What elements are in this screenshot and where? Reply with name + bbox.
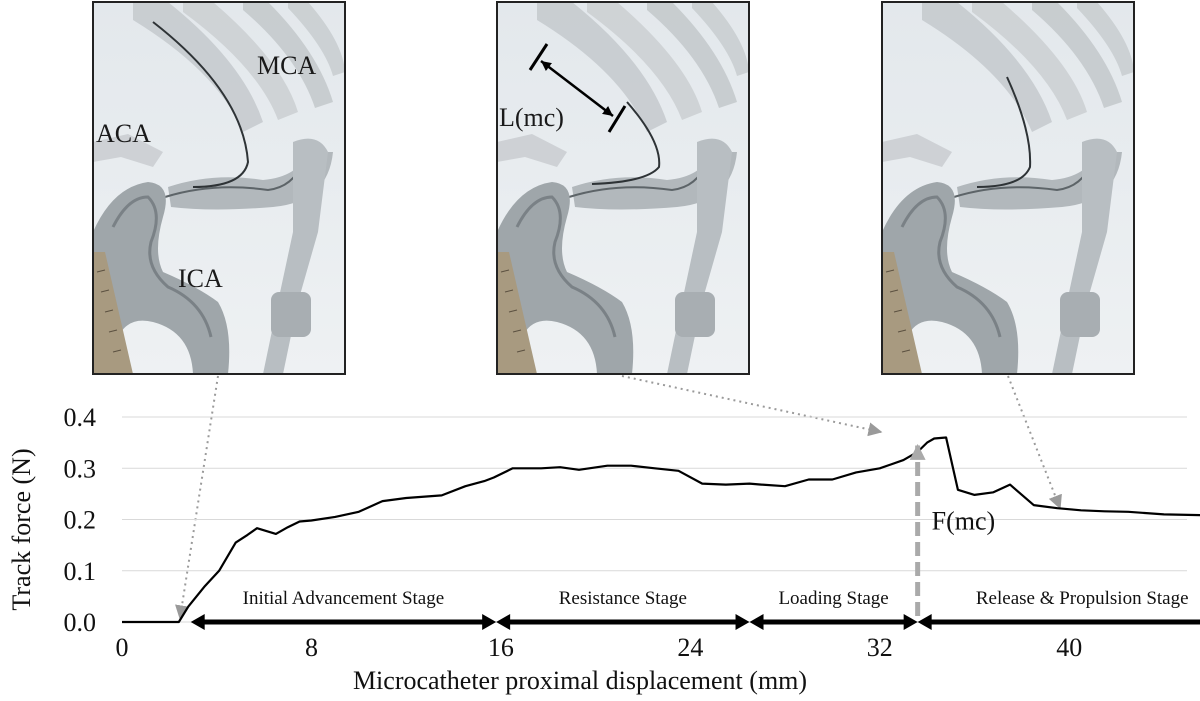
stage-arrow-head-left — [749, 614, 764, 630]
photo-label-aca: ACA — [96, 119, 151, 148]
x-tick-label: 8 — [305, 633, 318, 662]
y-tick-label: 0.4 — [64, 403, 97, 432]
x-tick-label: 16 — [488, 633, 514, 662]
y-tick-label: 0.1 — [64, 557, 97, 586]
stage-arrow-head-left — [496, 614, 511, 630]
y-tick-label: 0.0 — [64, 608, 97, 637]
photo-panel-3 — [880, 0, 1136, 376]
length-marker-end — [607, 105, 627, 133]
x-tick-label: 24 — [677, 633, 703, 662]
force-annotation-label: F(mc) — [932, 506, 996, 535]
photo-label-lmc: L(mc) — [499, 103, 564, 132]
series-line — [122, 436, 1200, 624]
y-tick-label: 0.3 — [64, 454, 97, 483]
stage-arrow-head-right — [735, 614, 750, 630]
stage-label: Release & Propulsion Stage — [976, 588, 1189, 609]
length-marker-start — [528, 43, 549, 71]
photo-panel-2: L(mc) — [495, 0, 751, 376]
length-arrow — [540, 60, 614, 117]
connector-arrow-1 — [175, 375, 219, 620]
photo-label-mca: MCA — [257, 51, 316, 80]
x-tick-label: 32 — [867, 633, 893, 662]
stage-arrow-head-right — [482, 614, 497, 630]
x-tick-label: 40 — [1056, 633, 1082, 662]
stage-arrow-head-left — [190, 614, 205, 630]
stage-label: Initial Advancement Stage — [243, 588, 445, 609]
stage-arrow-head-right — [903, 614, 918, 630]
x-axis-title: Microcatheter proximal displacement (mm) — [353, 666, 807, 695]
y-tick-label: 0.2 — [64, 506, 97, 535]
stage-label: Resistance Stage — [559, 588, 687, 609]
y-axis-title: Track force (N) — [7, 448, 36, 610]
stage-arrow-head-left — [917, 614, 932, 630]
photo-panel-1: MCA ACA ICA — [91, 0, 347, 376]
photo-label-ica: ICA — [178, 264, 223, 293]
x-tick-label: 0 — [116, 633, 129, 662]
stage-label: Loading Stage — [778, 588, 888, 609]
connector-arrow-2 — [621, 375, 883, 437]
